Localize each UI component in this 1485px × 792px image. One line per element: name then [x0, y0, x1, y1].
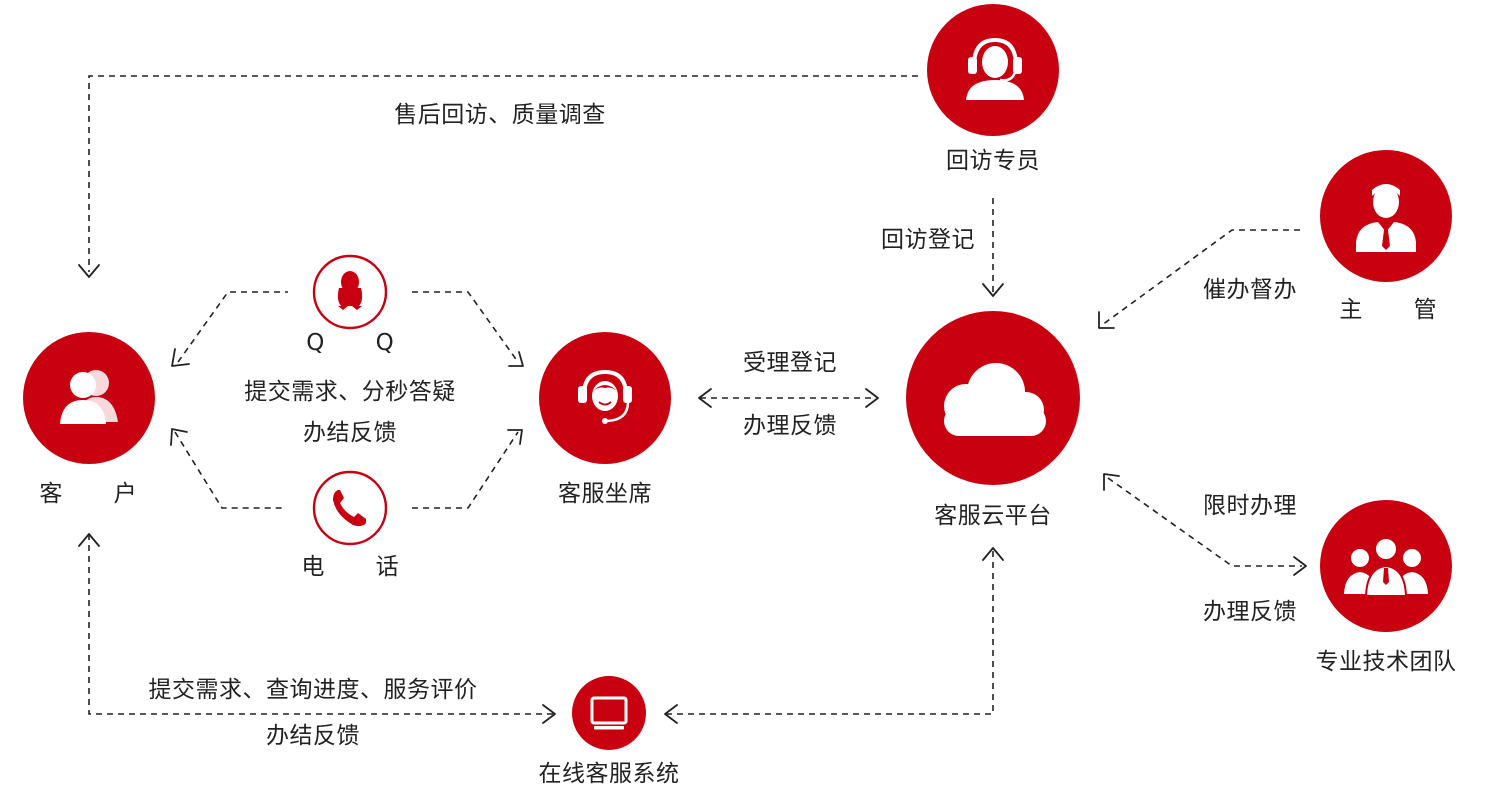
accept-register-label: 受理登记 — [743, 350, 837, 376]
online-close-label: 办结反馈 — [266, 723, 360, 749]
qq-agent-line — [412, 291, 519, 363]
cloud-icon — [944, 363, 1046, 436]
visitor-node — [927, 4, 1059, 136]
arrow-head — [1293, 556, 1307, 576]
arrow-head — [78, 533, 100, 547]
phone-circle — [312, 470, 388, 546]
online-submit-label: 提交需求、查询进度、服务评价 — [148, 677, 478, 703]
visit-register-label: 回访登记 — [881, 227, 975, 253]
team-node — [1320, 500, 1452, 632]
team-label: 专业技术团队 — [1315, 649, 1457, 675]
arrow-heads — [78, 264, 1307, 724]
headset-agent-icon — [578, 369, 632, 424]
online-platform-line — [666, 550, 994, 715]
arrow-head — [171, 348, 190, 367]
handle-feedback-label: 办理反馈 — [743, 413, 837, 439]
monitor-icon — [590, 696, 628, 730]
platform-team-line — [1107, 477, 1302, 567]
phone-node — [312, 470, 388, 546]
submit-answer-label: 提交需求、分秒答疑 — [244, 379, 456, 405]
arrow-head — [1103, 473, 1120, 491]
arrow-head — [698, 388, 712, 408]
arrow-head — [170, 428, 188, 446]
arrow-head — [982, 283, 1004, 297]
customer-label: 客 户 — [39, 481, 159, 507]
connector-lines — [88, 75, 1302, 715]
users-icon — [60, 370, 118, 424]
supervisor-platform-line — [1101, 229, 1300, 326]
close-feedback-label: 办结反馈 — [303, 420, 397, 446]
arrow-head — [1098, 311, 1115, 329]
arrow-head — [982, 547, 1004, 561]
customer-circle — [23, 332, 155, 464]
arrow-head — [542, 704, 556, 724]
team-feedback-label: 办理反馈 — [1203, 599, 1297, 625]
phone-icon — [333, 490, 366, 527]
online-label: 在线客服系统 — [538, 761, 680, 787]
after-sales-label: 售后回访、质量调查 — [394, 102, 606, 128]
supervisor-label: 主 管 — [1339, 297, 1459, 323]
agent-label: 客服坐席 — [558, 481, 652, 507]
arrow-head — [78, 264, 100, 278]
platform-label: 客服云平台 — [934, 503, 1052, 529]
arrow-head — [507, 429, 523, 445]
online-node — [572, 676, 646, 750]
manager-icon — [1356, 184, 1416, 252]
qq-node — [312, 254, 388, 330]
customer-online-line — [88, 534, 553, 715]
headset-person-icon — [966, 37, 1024, 100]
arrow-head — [865, 388, 879, 408]
phone-label: 电 话 — [301, 554, 421, 580]
after-sales-line — [88, 75, 918, 272]
online-circle — [572, 676, 646, 750]
customer-qq-line — [177, 291, 288, 363]
team-icon — [1344, 537, 1428, 597]
arrow-head — [508, 351, 524, 367]
supervisor-node — [1320, 150, 1452, 282]
platform-node — [906, 311, 1080, 485]
phone-agent-line — [412, 431, 519, 509]
arrow-head — [664, 704, 678, 724]
qq-penguin-icon — [337, 271, 363, 310]
customer-node — [23, 332, 155, 464]
urge-label: 催办督办 — [1203, 277, 1297, 303]
visitor-label: 回访专员 — [946, 148, 1040, 174]
timed-handle-label: 限时办理 — [1203, 493, 1297, 519]
agent-node — [539, 332, 671, 464]
customer-phone-line — [174, 431, 285, 509]
qq-label: Q Q — [306, 330, 416, 356]
